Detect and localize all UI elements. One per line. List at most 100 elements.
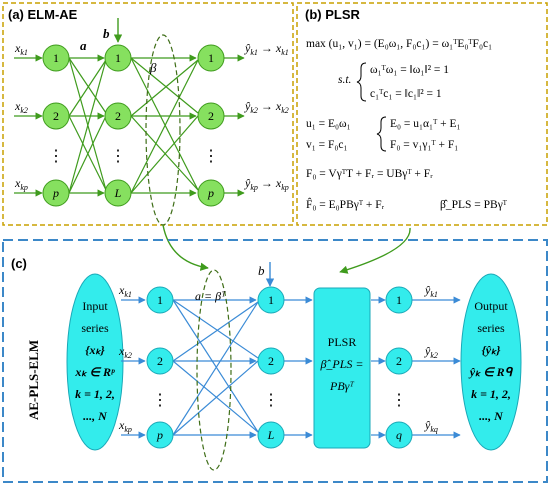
input-series-line-0: Input [82,299,108,313]
output-series-line-2: {ŷₖ} [482,343,502,357]
panel-c-output-arrows [412,296,461,439]
output-series-line-3: ŷₖ ∈ Rᑫ [468,365,514,379]
panel-a-input-arrows [14,54,43,197]
panel-c-hidden-node-L [257,421,285,449]
panel-a-output-node-label-p: p [207,186,214,200]
panel-b-st-brace [356,62,367,102]
panel-b-equations: max (u₁, v₁) = (E₀ω₁, F₀c₁) = ω₁ᵀE₀ᵀF₀c₁… [306,38,508,211]
panel-a-output-2: ŷk2 → xk2 [244,99,289,115]
panel-c-a-beta-label: a = βᵀ [195,289,226,303]
panel-c-output-node-q [385,421,413,449]
panel-b-st2: c₁ᵀc₁ = ‖c₁‖² = 1 [370,88,442,100]
panel-c-nodes: 12⋮p12⋮L12⋮q [146,286,413,449]
panel-a-bias-label: b [103,26,110,41]
panel-b-title: (b) PLSR [305,7,360,22]
panel-c-output-ellipsis: ⋮ [391,392,407,409]
panel-b-eq-f0: F₀ = VγᵀT + Fᵣ = UBγᵀ + Fᵣ [306,168,433,180]
panel-b-f0: F₀ = v₁γ₁ᵀ + F₁ [390,139,458,151]
panel-a-input-x2: xk2 [14,99,28,115]
panel-a-nodes: 1 2 ⋮ p 1 2 ⋮ L 1 2 ⋮ p [42,44,225,207]
panel-c-side-label: AE-PLS-ELM [26,340,41,420]
panel-a-output-1: ŷk1 → xk1 [244,41,289,57]
output-series-line-4: k = 1, 2, [471,387,511,401]
panel-a-hidden-ellipsis: ⋮ [110,148,126,165]
panel-b-e0-brace [376,116,387,152]
panel-a-output-node-p [197,179,225,207]
panel-c-border [2,239,548,483]
panel-b-eq-max: max (u₁, v₁) = (E₀ω₁, F₀c₁) = ω₁ᵀE₀ᵀF₀c₁ [306,38,492,50]
panel-a-output-node-2 [197,102,225,130]
panel-b-st: s.t. [338,74,351,86]
panel-c-input-node-label-1: 1 [157,293,163,307]
panel-c-plsr-to-output [371,296,386,439]
panel-c-output-yq: ŷkq [424,418,438,434]
panel-c-input-node-2 [146,347,174,375]
panel-a-weights-a [68,54,107,197]
panel-a-output-arrows [224,54,245,197]
panel-a-input-ellipsis: ⋮ [48,148,64,165]
panel-a-input-node-1 [42,44,70,72]
connector-beta-to-c [162,224,209,271]
panel-c-hidden-node-2 [257,347,285,375]
plsr-box-text: PLSR β̂_PLS = PBγᵀ [319,335,363,393]
panel-a-hidden-node-1 [104,44,132,72]
panel-a-input-node-label-2: 2 [53,109,59,123]
panel-c-input-node-label-2: 2 [157,354,163,368]
panel-c-weights [172,296,259,439]
panel-c-input-node-label-p: p [156,428,163,442]
panel-a-input-x1: xk1 [14,41,28,57]
plsr-box-line-0: PLSR [328,335,357,349]
panel-c-output-node-label-2: 2 [396,354,402,368]
panel-c-input-arrows [121,296,146,439]
plsr-box-line-1: β̂_PLS = [319,357,363,371]
output-series-line-0: Output [474,299,508,313]
panel-a-input-xp: xkp [14,176,28,192]
panel-a-hidden-node-label-L: L [114,186,122,200]
panel-a-weights-beta [130,54,199,197]
panel-c-bias-label: b [258,263,265,278]
panel-c-output-y1: ŷk1 [424,283,438,299]
panel-c-input-ellipsis: ⋮ [152,392,168,409]
panel-b-border [296,2,548,226]
output-series-text: Output series {ŷₖ} ŷₖ ∈ Rᑫ k = 1, 2, ..., N [468,299,514,423]
output-series-line-1: series [477,321,505,335]
input-series-line-4: k = 1, 2, [75,387,115,401]
panel-c-title: (c) [11,256,27,271]
panel-c-output-node-2 [385,347,413,375]
output-series-ellipse [460,273,522,451]
panel-a-output-node-label-1: 1 [208,51,214,65]
input-series-line-3: xₖ ∈ Rᵖ [74,365,115,379]
output-series-line-5: ..., N [479,409,504,423]
panel-a-input-node-label-1: 1 [53,51,59,65]
panel-c-input-xp: xkp [118,418,132,434]
panel-a-output-p: ŷkp → xkp [244,176,289,192]
panel-a-beta-label: β [149,60,157,75]
panel-a-output-node-label-2: 2 [208,109,214,123]
panel-c-hidden-ellipsis: ⋮ [263,392,279,409]
panel-a-title: (a) ELM-AE [8,7,78,22]
panel-a-input-node-2 [42,102,70,130]
panel-c-output-labels: ŷk1 ŷk2 ŷkq [424,283,438,434]
panel-a-input-node-label-p: p [52,186,59,200]
panel-a-hidden-node-2 [104,102,132,130]
panel-a-border [2,2,294,226]
plsr-box-line-2: PBγᵀ [329,379,354,393]
plsr-box [313,287,371,449]
panel-c-input-node-1 [146,286,174,314]
panel-c-input-node-p [146,421,174,449]
panel-a-hidden-node-label-1: 1 [115,51,121,65]
panel-b-eq-f0hat: F̂₀ = E₀PBγᵀ + Fᵣ [306,197,385,211]
panel-c-input-x1: xk1 [118,283,132,299]
panel-b-v1: v₁ = F₀c₁ [306,139,348,151]
panel-a-hidden-node-L [104,179,132,207]
input-series-line-5: ..., N [83,409,108,423]
panel-c-output-node-label-q: q [396,428,402,442]
panel-a-hidden-node-label-2: 2 [115,109,121,123]
panel-b-st1: ω₁ᵀω₁ = ‖ω₁‖² = 1 [370,64,449,76]
input-series-ellipse [66,273,124,451]
panel-a-output-ellipsis: ⋮ [203,148,219,165]
panel-a-a-label: a [80,38,87,53]
panel-c-hidden-to-plsr [284,296,313,439]
